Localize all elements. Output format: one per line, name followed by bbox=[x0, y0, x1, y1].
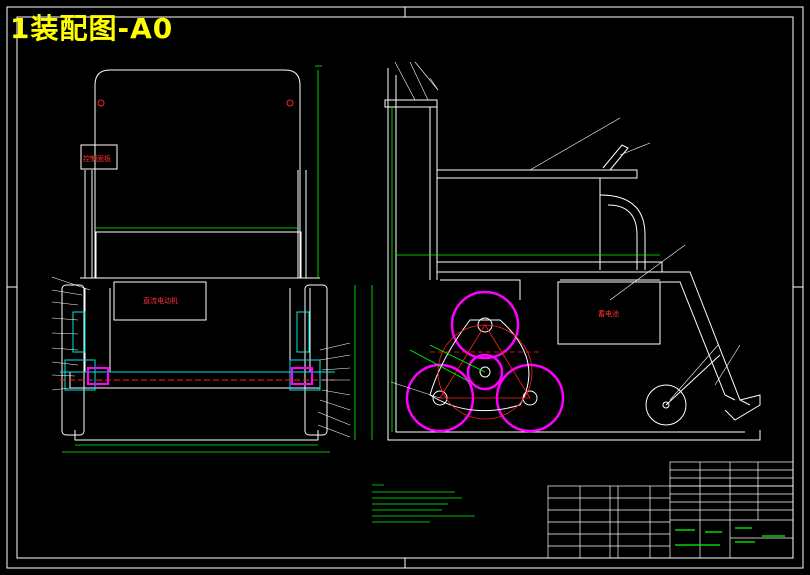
front-view-cyan-parts bbox=[60, 311, 335, 391]
side-view-leaders bbox=[390, 61, 741, 401]
front-view-magenta-parts bbox=[87, 367, 313, 385]
front-view-leaders bbox=[51, 276, 351, 438]
side-view-dimensions bbox=[371, 107, 660, 440]
drawing-title: 1装配图-A0 bbox=[10, 12, 174, 45]
technical-notes bbox=[372, 484, 475, 523]
battery-box-label: 蓄电池 bbox=[598, 310, 619, 318]
side-view-red-lines bbox=[430, 324, 540, 420]
battery-box-shape bbox=[557, 281, 661, 345]
sheet-border bbox=[6, 6, 804, 569]
motor-box-label: 直流电动机 bbox=[143, 297, 178, 305]
title-block-green-entries bbox=[675, 527, 785, 546]
control-box-label: 控制面板 bbox=[83, 155, 111, 163]
side-view-wheel-details bbox=[429, 317, 670, 412]
front-view-dimensions bbox=[62, 65, 356, 453]
title-block bbox=[547, 461, 794, 559]
front-view-red-parts bbox=[60, 99, 335, 381]
side-view-frame bbox=[384, 68, 761, 441]
